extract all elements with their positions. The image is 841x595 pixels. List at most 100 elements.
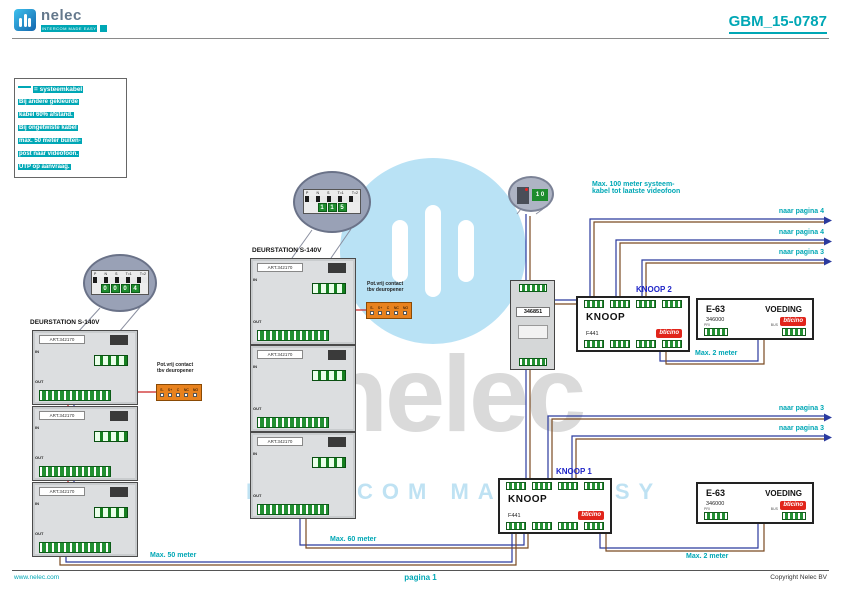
terminal-group (506, 482, 526, 490)
module-art-label: ART.342170 (39, 335, 85, 344)
voeding-name: VOEDING (765, 489, 802, 498)
max2-top-annotation: Max. 2 meter (695, 350, 738, 357)
potvrij-connector-2: S- S+ C NC NO (366, 302, 412, 319)
connector-pin: S+ (168, 388, 172, 397)
voeding-pin-label-right: BUS (770, 323, 778, 327)
pin-hole (159, 393, 164, 397)
voeding-name: VOEDING (765, 305, 802, 314)
connector-pin: NO (193, 388, 198, 397)
digit-cell: 4 (130, 284, 140, 293)
module-display (94, 355, 128, 366)
terminal-group (558, 522, 578, 530)
legend-line: Bij ongetwiste kabel (18, 125, 78, 131)
pin-label: S (115, 272, 118, 276)
max2-bottom-annotation: Max. 2 meter (686, 553, 729, 560)
device-display: 1 0 (532, 189, 548, 201)
din-module-icon (517, 187, 529, 204)
door-station-module: ART.342170 IN OUT (32, 330, 138, 405)
max60-annotation: Max. 60 meter (330, 536, 377, 543)
nelec-logo-icon (14, 9, 36, 31)
station2-label: DEURSTATION S-140V (252, 247, 322, 254)
adapter-module-346851: 346851 (510, 280, 555, 370)
in-label: IN (253, 451, 257, 456)
brand-name: nelec (41, 7, 82, 24)
pin-label: S- (370, 306, 374, 310)
legend-line: Bij andere gekleurde (18, 99, 80, 105)
voeding-model: E-63 (706, 304, 726, 314)
potvrij-label-line2: tbv deuropener (157, 368, 194, 374)
knoop2-tag: KNOOP 2 (636, 285, 672, 294)
pin-label: S+ (167, 388, 173, 392)
pin-hole (377, 311, 382, 315)
module-terminal-strip (39, 466, 111, 477)
module-art-label: ART.342170 (257, 437, 303, 446)
knoop-code: F441 (586, 331, 599, 337)
knoop-title: KNOOP (508, 494, 548, 505)
voeding-terminal-left (704, 328, 728, 336)
out-label: OUT (35, 531, 44, 536)
module-art-label: ART.342170 (39, 487, 85, 496)
terminal-pin-labels: P N S T=1 T=2 (305, 191, 359, 195)
pin-label: NC (183, 388, 189, 392)
voeding-terminal-right (782, 512, 806, 520)
potvrij-label-line1: Pot.vrij contact (157, 362, 194, 368)
door-station-module: ART.342170 IN OUT (32, 406, 138, 481)
pin-hole (193, 393, 198, 397)
module-terminal-strip (257, 417, 329, 428)
terminal-panel: P N S T=1 T=2 0 0 0 4 (91, 270, 149, 295)
in-label: IN (35, 349, 39, 354)
terminal-group (636, 340, 656, 348)
voeding-pin-label-right: BUS (770, 507, 778, 511)
module-connector (328, 437, 346, 447)
website-link[interactable]: www.nelec.com (14, 574, 60, 581)
bticino-logo: bticino (578, 511, 604, 520)
header-rule (12, 38, 829, 39)
door-station-module: ART.342170 IN OUT (250, 345, 356, 432)
terminal-group (584, 522, 604, 530)
terminal-pin-labels: P N S T=1 T=2 (93, 272, 147, 276)
voeding-pin-label-left: PRI (704, 507, 710, 511)
connector-pin: C (386, 306, 391, 315)
voeding2-module: E-63 VOEDING 346000 bticino PRI BUS (696, 482, 814, 524)
voeding-model: E-63 (706, 488, 726, 498)
brand-tagline-strip: INTERCOM MADE EASY (41, 25, 97, 32)
voeding-terminal-right (782, 328, 806, 336)
pin-label: T=1 (337, 191, 344, 195)
page-number: pagina 1 (404, 573, 437, 582)
knoop2-module: KNOOP F441 bticino (576, 296, 690, 352)
terminal-group (610, 340, 630, 348)
terminal-group (662, 340, 682, 348)
pin-hole (403, 311, 408, 315)
pin-hole (369, 311, 374, 315)
module-display (312, 457, 346, 468)
naar-pagina-4-label: naar pagina 4 (778, 208, 824, 215)
watermark-bar-icon (425, 205, 441, 297)
module-terminal-strip (257, 504, 329, 515)
systemcable-line-swatch (18, 85, 31, 88)
legend-line: UTP op aanvraag. (18, 164, 71, 170)
terminal-group (506, 522, 526, 530)
footer-rule (12, 570, 829, 571)
terminal-group (584, 340, 604, 348)
in-label: IN (35, 425, 39, 430)
naar-pagina-3-label: naar pagina 3 (778, 405, 824, 412)
potvrij-label-line1: Pot.vrij contact (367, 281, 404, 287)
module-connector (110, 487, 128, 497)
module-connector (328, 263, 346, 273)
module-terminal-strip (39, 542, 111, 553)
max100-annotation: Max. 100 meter systeem- kabel tot laatst… (592, 181, 680, 195)
pin-hole (167, 393, 172, 397)
pin-label: S+ (377, 306, 383, 310)
naar-pagina-4-label: naar pagina 4 (778, 229, 824, 236)
connector-pin: C (176, 388, 181, 397)
connector-pin: NC (394, 306, 399, 315)
knoop1-module: KNOOP F441 bticino (498, 478, 612, 534)
connector-pin: S+ (378, 306, 382, 315)
potvrij-connector-1: S- S+ C NC NO (156, 384, 202, 401)
max100-line1: Max. 100 meter systeem- (592, 181, 675, 188)
knoop-code: F441 (508, 513, 521, 519)
knoop-terminals-top (584, 300, 682, 308)
legend-title: = systeemkabel (33, 86, 84, 93)
knoop1-tag: KNOOP 1 (556, 467, 592, 476)
